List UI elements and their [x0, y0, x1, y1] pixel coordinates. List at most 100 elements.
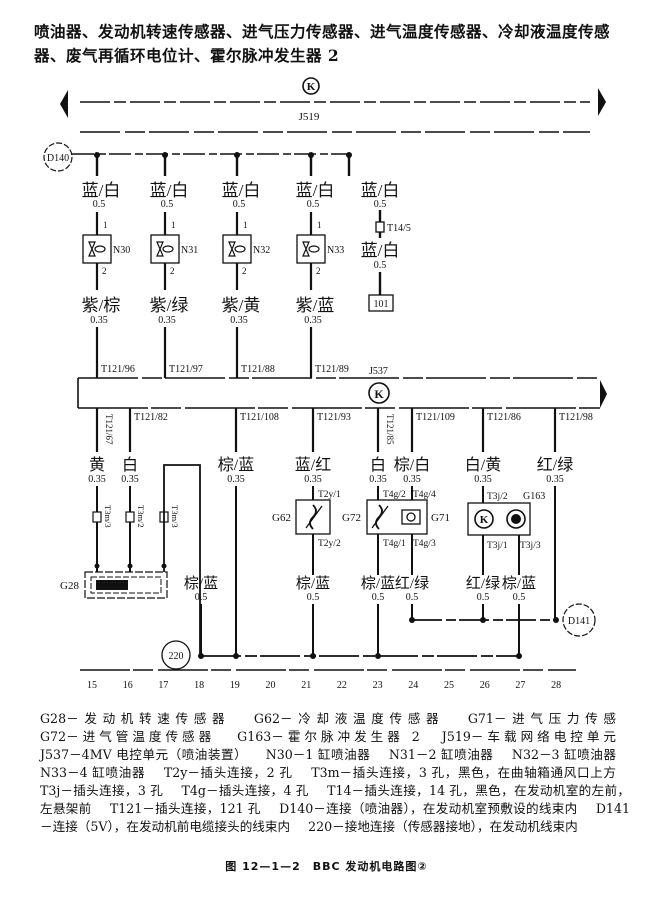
pin-label: T3j/3 — [520, 541, 541, 551]
branch-101: 蓝/白 0.5 T14/5 蓝/白 0.5 101 — [346, 152, 411, 312]
wire-gauge-label: 0.5 — [195, 592, 208, 603]
legend-entry: T2y－插头连接，2 孔 — [163, 765, 293, 780]
wire-gauge-label: 0.35 — [403, 474, 421, 485]
grid-column-number: 25 — [444, 680, 454, 691]
grid-column-number: 18 — [194, 680, 204, 691]
lower-wire-column: T121/93蓝/红0.35 — [295, 408, 351, 503]
pin-label: T3m/2 — [136, 505, 146, 528]
t3m-connector: T3m/3 — [92, 505, 113, 569]
legend-entry: G71－进气压力传感 — [467, 711, 616, 726]
d140-connector: D140 — [43, 142, 73, 172]
legend-entry: G163－霍尔脉冲发生器 2 — [237, 729, 420, 744]
wire-gauge-label: 0.5 — [161, 199, 174, 210]
lower-wire-column: T121/98红/绿0.35 — [537, 408, 593, 620]
wire-gauge-label: 0.35 — [369, 474, 387, 485]
grid-column-number: 16 — [123, 680, 133, 691]
diagram-heading: 喷油器、发动机转速传感器、进气压力传感器、进气温度传感器、冷却液温度传感器、废气… — [34, 22, 611, 65]
wire-color-label: 黄 — [89, 456, 105, 474]
wire-color-label: 蓝/白 — [361, 241, 400, 260]
wire-gauge-label: 0.35 — [121, 474, 139, 485]
grid-column-number: 24 — [408, 680, 418, 691]
svg-text:K: K — [307, 81, 316, 93]
j519-control-unit-icon: K — [302, 77, 320, 95]
connector-101-box — [368, 294, 394, 312]
wire-gauge-label: 0.35 — [227, 474, 245, 485]
pin-label: T2y/1 — [318, 490, 341, 500]
pin-label: 2 — [170, 266, 175, 276]
component-legend: G28－发动机转速传感器 G62－冷却液温度传感器 G71－进气压力传感 G72… — [40, 710, 630, 836]
t14-5-label: T14/5 — [387, 223, 411, 234]
ground-220-connector: 220 — [161, 640, 191, 670]
pin-label: T3m/3 — [103, 505, 113, 528]
wire-gauge-label: 0.5 — [307, 199, 320, 210]
wire-color-label: 棕/蓝 — [184, 575, 218, 592]
left-arrow-icon — [60, 90, 68, 118]
pin-label: 2 — [316, 266, 321, 276]
injector-label: N32 — [253, 245, 270, 256]
wire-gauge-label: 0.35 — [304, 315, 322, 326]
injector-icon — [296, 234, 326, 264]
wire-gauge-label: 0.5 — [372, 592, 385, 603]
grid-column-number: 21 — [301, 680, 311, 691]
injector-label: N30 — [113, 245, 130, 256]
legend-entry: D140－连接（喷油器），在发动机室预敷设的线束内 — [279, 801, 578, 816]
legend-entry: T4g－插头连接，4 孔 — [181, 783, 309, 798]
wire-gauge-label: 0.5 — [93, 199, 106, 210]
g28-shield-wire — [163, 464, 201, 655]
terminal-label: T121/88 — [241, 364, 275, 375]
lower-wire-column: T121/86白/黄0.35 — [465, 408, 521, 503]
injector-icon — [222, 234, 252, 264]
terminal-label: T121/98 — [559, 412, 593, 423]
pin-label: 2 — [242, 266, 247, 276]
pin-label: 1 — [317, 220, 322, 230]
terminal-label: T121/97 — [169, 364, 203, 375]
g71-label: G71 — [431, 512, 450, 524]
wire-color-label: 蓝/红 — [295, 456, 331, 474]
wire-gauge-label: 0.35 — [230, 315, 248, 326]
pin-label: 2 — [102, 266, 107, 276]
legend-entry: T3j－插头连接，3 孔 — [40, 783, 164, 798]
wire-color-label: 蓝/白 — [82, 181, 121, 200]
legend-entry: N30－1 缸喷油器 — [265, 747, 371, 762]
pin-label: T4g/1 — [383, 539, 406, 549]
j519-label: J519 — [299, 111, 320, 123]
wire-gauge-label: 0.35 — [304, 474, 322, 485]
legend-entry: N32－3 缸喷油器 — [511, 747, 616, 762]
terminal-label: T121/109 — [416, 412, 455, 423]
wire-color-label: 白 — [370, 456, 386, 474]
grid-column-number: 17 — [158, 680, 168, 691]
terminal-label: T121/96 — [101, 364, 135, 375]
wire-gauge-label: 0.35 — [90, 315, 108, 326]
terminal-label: T121/89 — [315, 364, 349, 375]
ground-220-label: 220 — [169, 651, 184, 662]
pin-label: T3j/2 — [487, 492, 508, 502]
svg-text:K: K — [480, 514, 489, 526]
wire-color-label: 白/黄 — [465, 456, 501, 474]
g72-g71-sensor: G72 G71 T4g/2 T4g/4 T4g/1 T4g/3 — [342, 490, 450, 549]
grid-column-number: 15 — [87, 680, 97, 691]
wire-gauge-label: 0.5 — [477, 592, 490, 603]
grid-column-number: 26 — [480, 680, 490, 691]
pin-label: T2y/2 — [318, 539, 341, 549]
j537-label: J537 — [369, 366, 388, 377]
wire-gauge-label: 0.5 — [406, 592, 419, 603]
wiring-diagram: K J519 D140 蓝/白0.51N302紫/棕0.35T121/96蓝/白… — [43, 77, 607, 691]
wire-gauge-label: 0.5 — [374, 260, 387, 271]
pin-label: T4g/4 — [413, 490, 436, 500]
wire-color-label: 白 — [122, 456, 138, 474]
g163-label: G163 — [523, 491, 545, 502]
g28-label: G28 — [60, 580, 79, 592]
grid-column-number: 20 — [266, 680, 276, 691]
legend-entry: G28－发动机转速传感器 — [40, 711, 231, 726]
legend-entry: D141－连接（5V），在发动机前电缆接头的线束内 — [40, 801, 630, 834]
legend-entry: T3m－插头连接，3 孔，黑色，在曲轴箱通风口上方 — [311, 765, 616, 780]
wire-gauge-label: 0.35 — [88, 474, 106, 485]
injector-label: N33 — [327, 245, 344, 256]
wire-color-label: 红/绿 — [395, 575, 429, 592]
g62-label: G62 — [272, 512, 291, 524]
